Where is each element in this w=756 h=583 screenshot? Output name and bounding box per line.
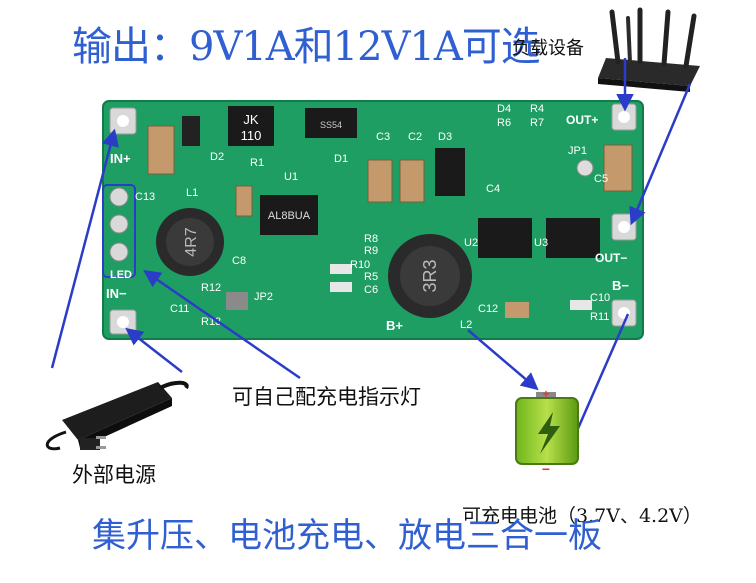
inductor-label-3r3: 3R3 — [420, 259, 440, 292]
svg-text:R12: R12 — [201, 282, 221, 294]
pin-label-b-minus: B− — [612, 278, 629, 293]
battery-icon: + − — [515, 387, 579, 477]
chip-label-al8bua: AL8BUA — [268, 210, 311, 222]
chip-label-ss54: SS54 — [320, 120, 342, 130]
svg-text:U2: U2 — [464, 237, 478, 249]
svg-text:JP1: JP1 — [568, 145, 587, 157]
svg-text:D1: D1 — [334, 153, 348, 165]
router-icon — [598, 7, 700, 92]
svg-text:R8: R8 — [364, 233, 378, 245]
svg-text:C10: C10 — [590, 292, 610, 304]
pcb-board: JK 110 SS54 AL8BUA 4R7 3R3 IN+ IN− LED B — [102, 100, 644, 340]
pin-label-b-plus: B+ — [386, 318, 403, 333]
battery-label: 可充电电池（3.7V、4.2V） — [462, 505, 702, 527]
svg-text:C13: C13 — [135, 191, 155, 203]
svg-text:R9: R9 — [364, 245, 378, 257]
svg-text:R4: R4 — [530, 103, 544, 115]
pin-label-in-plus: IN+ — [110, 151, 131, 166]
svg-text:+: + — [542, 387, 549, 401]
svg-text:R11: R11 — [590, 311, 609, 323]
svg-text:C3: C3 — [376, 131, 390, 143]
svg-text:JP2: JP2 — [254, 291, 273, 303]
svg-text:C2: C2 — [408, 131, 422, 143]
svg-text:C5: C5 — [594, 173, 608, 185]
svg-text:R6: R6 — [497, 117, 511, 129]
led-indicator-label: 可自己配充电指示灯 — [232, 385, 421, 409]
external-power-label: 外部电源 — [72, 463, 156, 487]
svg-text:−: − — [542, 461, 550, 477]
pin-label-led: LED — [110, 269, 132, 281]
pin-label-in-minus: IN− — [106, 286, 127, 301]
load-device-label: 负载设备 — [512, 38, 584, 59]
inductor-label-4r7: 4R7 — [183, 227, 200, 256]
svg-text:R10: R10 — [350, 259, 370, 271]
svg-text:R1: R1 — [250, 157, 264, 169]
pin-label-out-plus: OUT+ — [566, 113, 598, 127]
title-three-in-one: 集升压、电池充电、放电三合一板 — [92, 516, 602, 556]
svg-text:D4: D4 — [497, 103, 511, 115]
svg-text:U3: U3 — [534, 237, 548, 249]
pin-label-out-minus: OUT− — [595, 251, 627, 265]
svg-text:L2: L2 — [460, 319, 472, 331]
power-adapter-icon — [45, 380, 189, 451]
svg-text:D2: D2 — [210, 151, 224, 163]
svg-text:C4: C4 — [486, 183, 500, 195]
svg-text:C11: C11 — [170, 303, 189, 315]
chip-label-jk: JK — [243, 112, 259, 127]
title-output-options: 输出：9V1A和12V1A可选 — [72, 24, 541, 70]
svg-text:L1: L1 — [186, 187, 198, 199]
svg-text:C8: C8 — [232, 255, 246, 267]
svg-text:U1: U1 — [284, 171, 298, 183]
svg-text:C12: C12 — [478, 303, 498, 315]
svg-text:D3: D3 — [438, 131, 452, 143]
svg-text:R7: R7 — [530, 117, 544, 129]
chip-label-110: 110 — [241, 128, 262, 143]
svg-text:C6: C6 — [364, 284, 378, 296]
svg-text:R5: R5 — [364, 271, 378, 283]
